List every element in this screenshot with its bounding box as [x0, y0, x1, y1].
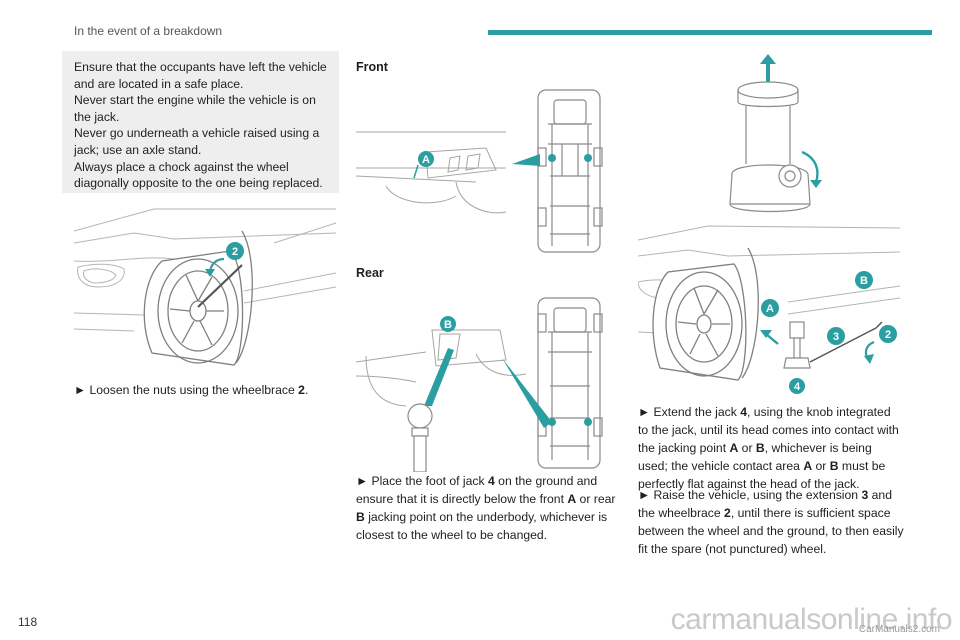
callout-a: A [766, 303, 774, 315]
section-header-title: In the event of a breakdown [74, 24, 223, 38]
callout-two: 2 [885, 329, 891, 341]
callout-b: B [444, 319, 452, 331]
step-arrow-icon: ► [638, 405, 651, 419]
watermark-small: CarManuals2.com [858, 624, 940, 635]
step-extend-jack: ► Extend the jack 4, using the knob inte… [638, 403, 904, 493]
step-ref: B [755, 441, 765, 455]
step-text: , using the knob integrated to the jack,… [638, 405, 899, 455]
step-ref: B [356, 510, 365, 524]
step-raise-vehicle: ► Raise the vehicle, using the extension… [638, 486, 904, 558]
front-jacking-point-illustration: A [356, 86, 606, 256]
callout-two: 2 [232, 246, 238, 258]
step-ref: A [803, 459, 813, 473]
step-text: Place the foot of jack [371, 474, 488, 488]
front-label: Front [356, 60, 388, 74]
rear-jacking-point-illustration: B [356, 294, 606, 472]
step-ref: 2 [724, 506, 731, 520]
step-text: . [304, 383, 309, 397]
jack-extension-illustration [724, 54, 824, 216]
step-text: , whichever is being used; the vehicle c… [638, 441, 872, 473]
warning-line: Ensure that the occupants have left the … [74, 60, 327, 91]
callout-a: A [422, 154, 430, 166]
step-text: must be perfectly flat against the head … [638, 459, 886, 491]
step-text: Extend the jack [653, 405, 741, 419]
callout-three: 3 [833, 331, 839, 343]
warning-box: Ensure that the occupants have left the … [62, 51, 339, 193]
step-text: Raise the vehicle, using the extension [653, 488, 862, 502]
step-text: Loosen the nuts using the wheelbrace [89, 383, 299, 397]
step-text: jacking point on the underbody, whicheve… [356, 510, 608, 542]
step-arrow-icon: ► [74, 383, 87, 397]
watermark: carmanualsonline.info [670, 603, 953, 636]
step-arrow-icon: ► [356, 474, 369, 488]
warning-line: Never start the engine while the vehicle… [74, 93, 316, 124]
raise-vehicle-illustration: A B 3 2 4 [638, 222, 900, 394]
step-ref: 4 [740, 405, 747, 419]
step-ref: 2 [298, 383, 305, 397]
step-ref: B [829, 459, 839, 473]
warning-line: Never go underneath a vehicle raised usi… [74, 126, 320, 157]
section-header-bar [488, 30, 932, 35]
step-text: or rear [576, 492, 616, 506]
step-ref: 4 [488, 474, 495, 488]
callout-b: B [860, 275, 868, 287]
rear-label: Rear [356, 266, 384, 280]
step-text: and the wheelbrace [638, 488, 892, 520]
loosen-nuts-illustration: 2 [74, 203, 336, 370]
step-ref: A [567, 492, 577, 506]
step-text: , until there is sufficient space betwee… [638, 506, 904, 556]
step-ref: A [729, 441, 739, 455]
warning-line: Always place a chock against the wheel d… [74, 159, 323, 191]
page-number: 118 [18, 615, 38, 629]
step-arrow-icon: ► [638, 488, 651, 502]
step-loosen-nuts: ► Loosen the nuts using the wheelbrace 2… [74, 381, 339, 399]
step-ref: 3 [861, 488, 869, 502]
step-text: or [738, 441, 756, 455]
step-text: or [812, 459, 830, 473]
step-place-jack: ► Place the foot of jack 4 on the ground… [356, 472, 618, 544]
callout-four: 4 [794, 381, 801, 393]
step-text: on the ground and ensure that it is dire… [356, 474, 598, 506]
